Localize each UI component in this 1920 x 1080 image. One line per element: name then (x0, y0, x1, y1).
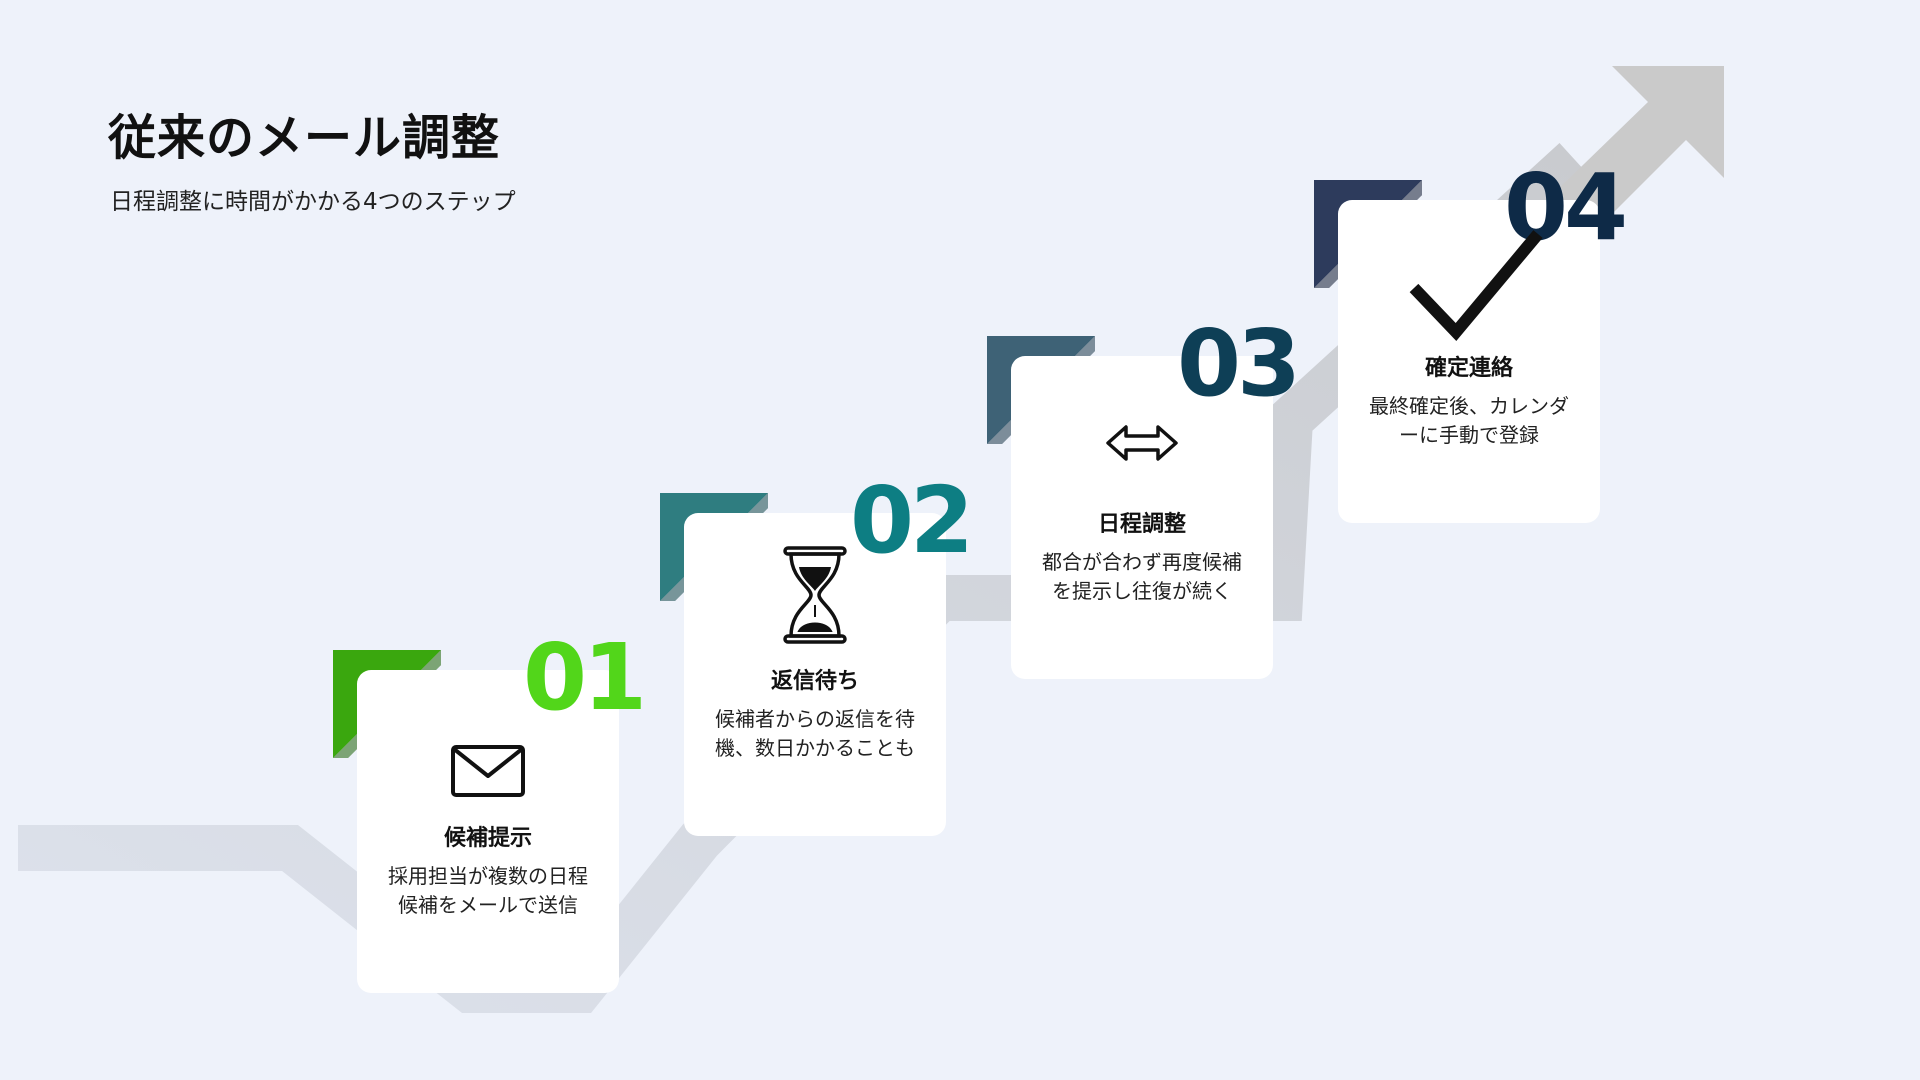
step-number: 03 (1176, 310, 1301, 417)
page-title: 従来のメール調整 (108, 110, 501, 166)
step-number: 02 (849, 467, 974, 574)
step-card: 01 候補提示 採用担当が複数の日程候補をメールで送信 (357, 632, 647, 993)
double-arrow-icon (1011, 408, 1273, 478)
checkmark-icon (1338, 220, 1600, 344)
step-description: 採用担当が複数の日程候補をメールで送信 (388, 864, 588, 917)
step-card: 04 確定連絡 最終確定後、カレンダーに手動で登録 (1338, 162, 1628, 523)
step-title: 候補提示 (443, 826, 532, 851)
step-03: 03 日程調整 都合が合わず再度候補を提示し往復が続く (987, 318, 1307, 696)
step-01: 01 候補提示 採用担当が複数の日程候補をメールで送信 (333, 632, 653, 1010)
step-card: 03 日程調整 都合が合わず再度候補を提示し往復が続く (1011, 318, 1301, 679)
step-number: 04 (1503, 154, 1628, 261)
step-title: 確定連絡 (1424, 356, 1513, 381)
envelope-icon (357, 736, 619, 806)
step-card: 02 返信待ち 候補者からの返信を待機、数日かかることも (684, 475, 974, 836)
page-subtitle: 日程調整に時間がかかる4つのステップ (110, 189, 516, 215)
step-description: 都合が合わず再度候補を提示し往復が続く (1042, 550, 1242, 603)
step-04: 04 確定連絡 最終確定後、カレンダーに手動で登録 (1314, 162, 1634, 540)
step-number: 01 (522, 624, 647, 731)
step-description: 最終確定後、カレンダーに手動で登録 (1369, 394, 1569, 447)
step-02: 02 返信待ち 候補者からの返信を待機、数日かかることも (660, 475, 980, 853)
hourglass-icon (684, 543, 946, 647)
step-title: 日程調整 (1097, 512, 1186, 537)
step-description: 候補者からの返信を待機、数日かかることも (715, 707, 915, 760)
step-title: 返信待ち (770, 669, 859, 694)
